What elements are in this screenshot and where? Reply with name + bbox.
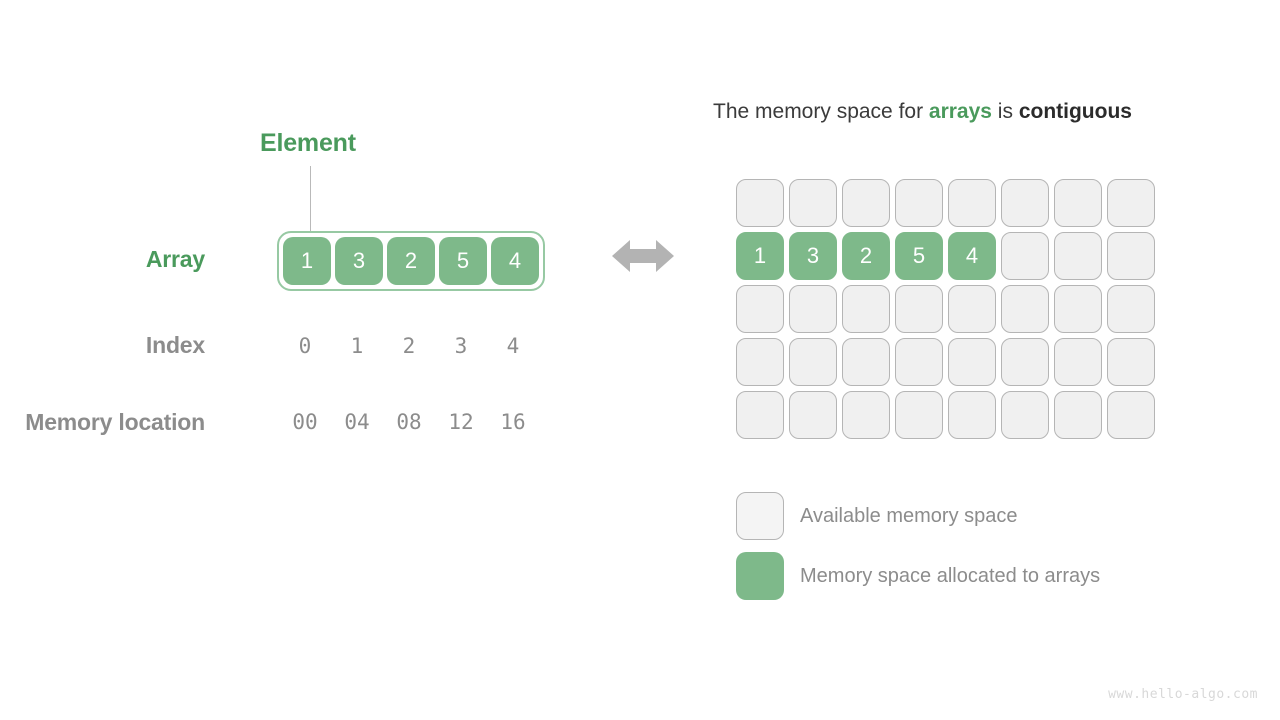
array-cell: 2: [387, 237, 435, 285]
memory-cell-empty: [1001, 179, 1049, 227]
memory-cell-empty: [842, 179, 890, 227]
memory-cell-empty: [736, 391, 784, 439]
memory-cell-empty: [842, 285, 890, 333]
memory-cell-empty: [948, 179, 996, 227]
memory-cell-empty: [1107, 179, 1155, 227]
array-cell: 5: [439, 237, 487, 285]
memory-grid: 1 3 2 5 4: [736, 179, 1155, 439]
memory-cell-empty: [1001, 285, 1049, 333]
memory-cell-empty: [895, 391, 943, 439]
index-value: 3: [454, 334, 468, 358]
memory-cell-empty: [1107, 391, 1155, 439]
memory-location-row: 00 04 08 12 16: [281, 408, 537, 436]
memory-location-value: 08: [396, 410, 422, 434]
memory-cell-empty: [948, 391, 996, 439]
memory-cell-empty: [789, 179, 837, 227]
memory-cell-empty: [736, 338, 784, 386]
watermark: www.hello-algo.com: [1108, 687, 1258, 702]
title-part2: is: [991, 100, 1019, 123]
double-arrow-horizontal-icon: [612, 240, 674, 272]
row-label-index: Index: [145, 332, 205, 358]
memory-cell-empty: [736, 285, 784, 333]
memory-cell-empty: [1107, 285, 1155, 333]
memory-cell-empty: [895, 285, 943, 333]
row-label-memory-location: Memory location: [25, 409, 205, 435]
right-panel-title: The memory space for arrays is contiguou…: [713, 100, 1132, 124]
legend: Available memory space Memory space allo…: [736, 492, 1100, 612]
memory-cell-empty: [895, 338, 943, 386]
memory-cell-empty: [842, 391, 890, 439]
memory-cell-empty: [948, 285, 996, 333]
memory-cell-empty: [1054, 232, 1102, 280]
index-value: 4: [506, 334, 520, 358]
memory-cell-allocated: 2: [842, 232, 890, 280]
memory-cell-empty: [1107, 232, 1155, 280]
memory-cell-empty: [1054, 179, 1102, 227]
legend-item-available: Available memory space: [736, 492, 1100, 540]
memory-cell-empty: [1054, 338, 1102, 386]
memory-cell-empty: [736, 179, 784, 227]
memory-cell-empty: [789, 338, 837, 386]
memory-cell-allocated: 3: [789, 232, 837, 280]
legend-label-available: Available memory space: [800, 504, 1018, 527]
memory-cell-empty: [895, 179, 943, 227]
memory-cell-empty: [1001, 338, 1049, 386]
memory-cell-empty: [1054, 285, 1102, 333]
memory-cell-allocated: 1: [736, 232, 784, 280]
array-cell: 1: [283, 237, 331, 285]
memory-cell-empty: [948, 338, 996, 386]
memory-cell-empty: [1001, 232, 1049, 280]
legend-item-allocated: Memory space allocated to arrays: [736, 552, 1100, 600]
title-highlight-arrays: arrays: [928, 100, 992, 123]
legend-label-allocated: Memory space allocated to arrays: [800, 564, 1101, 587]
index-value: 1: [350, 334, 364, 358]
title-emphasis-contiguous: contiguous: [1018, 100, 1132, 123]
memory-cell-empty: [1001, 391, 1049, 439]
memory-cell-empty: [842, 338, 890, 386]
memory-cell-empty: [789, 285, 837, 333]
memory-location-value: 16: [500, 410, 526, 434]
array-container: 1 3 2 5 4: [277, 231, 545, 291]
row-label-array: Array: [145, 246, 205, 272]
element-annotation-label: Element: [260, 129, 356, 157]
memory-location-value: 00: [292, 410, 318, 434]
title-part1: The memory space for: [713, 100, 929, 123]
memory-location-value: 04: [344, 410, 370, 434]
array-cell: 4: [491, 237, 539, 285]
memory-cell-allocated: 5: [895, 232, 943, 280]
legend-swatch-available: [736, 492, 784, 540]
memory-location-value: 12: [448, 410, 474, 434]
element-leader-line: [310, 166, 311, 236]
index-row: 0 1 2 3 4: [281, 332, 537, 360]
index-value: 0: [298, 334, 312, 358]
array-cell: 3: [335, 237, 383, 285]
memory-cell-allocated: 4: [948, 232, 996, 280]
memory-cell-empty: [1107, 338, 1155, 386]
memory-cell-empty: [1054, 391, 1102, 439]
index-value: 2: [402, 334, 416, 358]
memory-cell-empty: [789, 391, 837, 439]
legend-swatch-allocated: [736, 552, 784, 600]
